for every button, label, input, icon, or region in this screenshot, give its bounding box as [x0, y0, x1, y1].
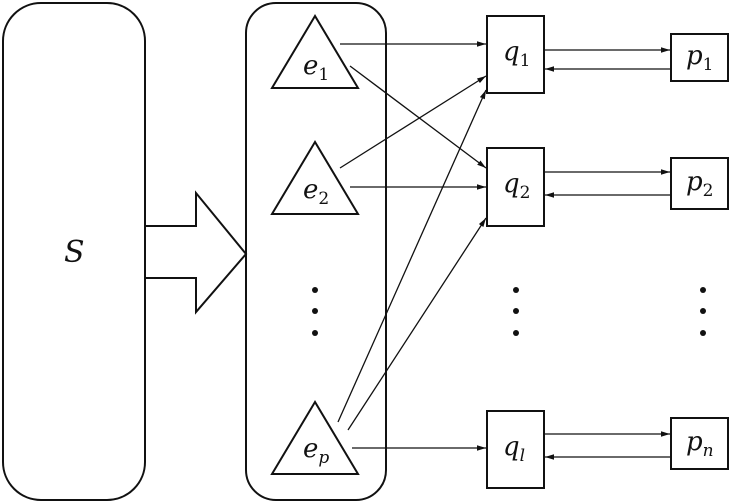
- processor-ellipsis-dot: [700, 330, 706, 336]
- arrow-e2-q1: [339, 75, 487, 169]
- queue-box-q2: [486, 147, 545, 227]
- emitter-ellipsis-dot: [312, 330, 318, 336]
- emitter-ellipsis-dot: [312, 287, 318, 293]
- processor-box-p2: [670, 157, 729, 210]
- queue-box-ql: [486, 410, 545, 489]
- processor-ellipsis-dot: [700, 308, 706, 314]
- emitter-triangle-ep: [270, 400, 360, 475]
- emitter-label-e2: e2: [303, 175, 329, 209]
- processor-box-pn: [670, 417, 729, 470]
- source-label: S: [64, 235, 85, 270]
- processor-label-p2: p2: [686, 167, 713, 201]
- arrow-e1-q2: [349, 65, 487, 169]
- processor-box-p1: [670, 33, 729, 82]
- emitter-triangle-e2: [270, 140, 360, 215]
- transfer-arrow: [145, 190, 248, 315]
- queue-label-ql: ql: [503, 432, 525, 466]
- queue-label-q1: q1: [503, 37, 530, 71]
- arrow-ep-q2: [347, 217, 487, 431]
- emitter-triangle-e1: [270, 14, 360, 89]
- arrow-ep-q1: [337, 89, 487, 423]
- emitter-group-box: [245, 2, 387, 501]
- queue-ellipsis-dot: [513, 330, 519, 336]
- emitter-label-e1: e1: [303, 51, 329, 85]
- processor-label-p1: p1: [686, 41, 713, 75]
- source-box: [2, 2, 146, 501]
- queue-box-q1: [486, 15, 545, 94]
- processor-ellipsis-dot: [700, 287, 706, 293]
- queue-ellipsis-dot: [513, 287, 519, 293]
- emitter-label-ep: ep: [303, 434, 329, 468]
- queue-label-q2: q2: [503, 169, 530, 203]
- queue-ellipsis-dot: [513, 308, 519, 314]
- processor-label-pn: pn: [686, 427, 714, 461]
- emitter-ellipsis-dot: [312, 308, 318, 314]
